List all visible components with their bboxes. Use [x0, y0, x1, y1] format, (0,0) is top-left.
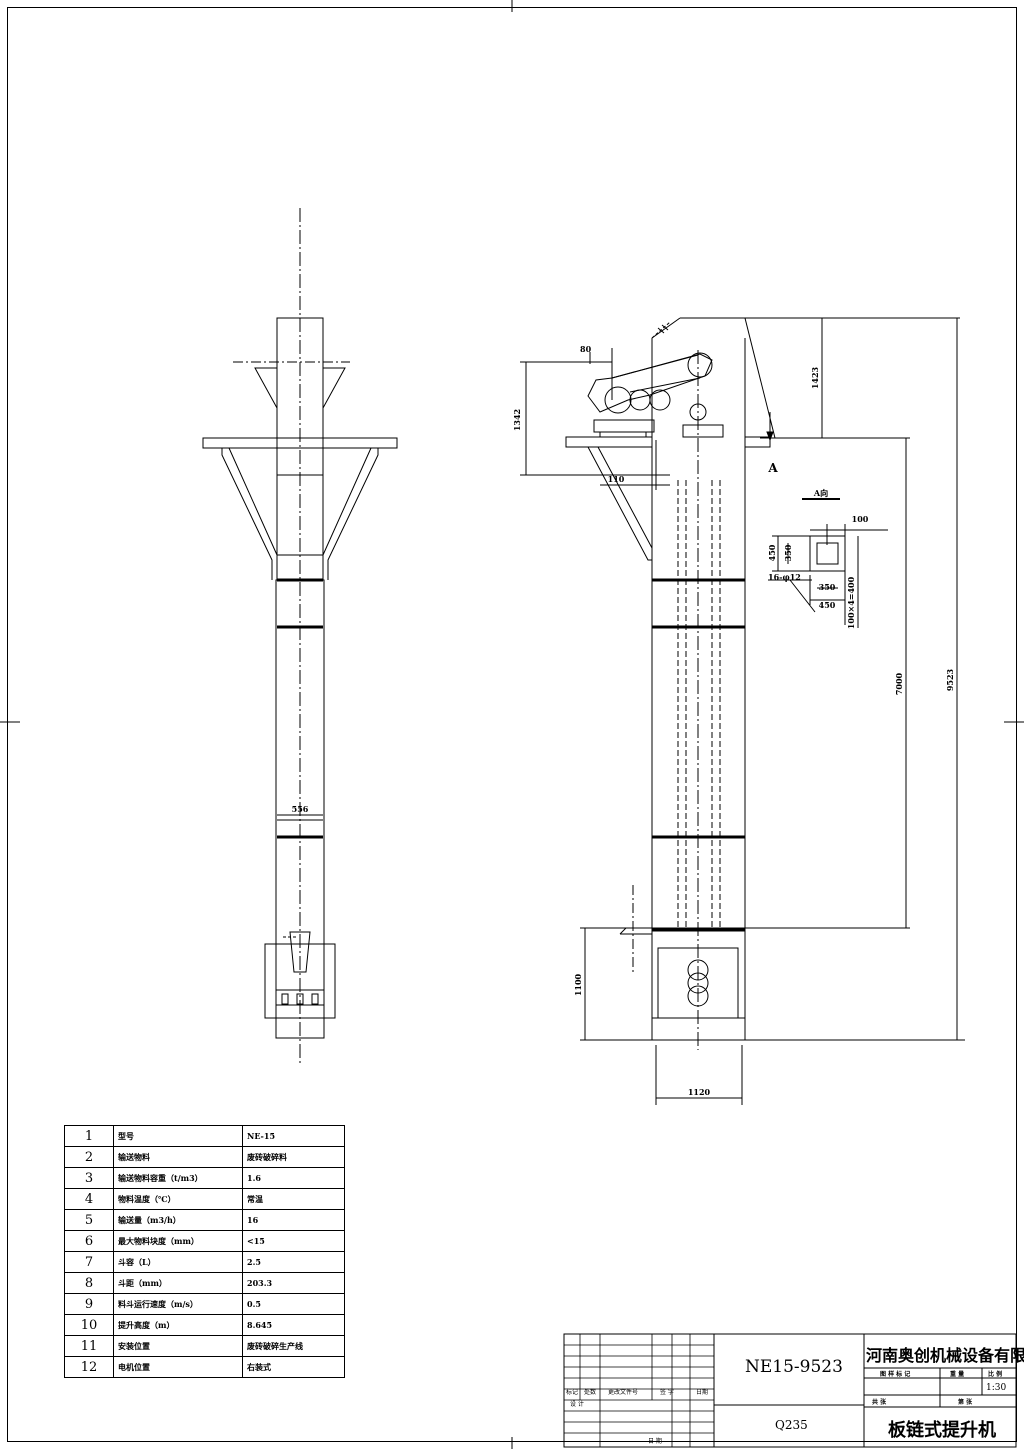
- tb-scale-header: 比 例: [988, 1371, 1003, 1378]
- scale-value: 1:30: [986, 1383, 1007, 1393]
- front-view-labels: 80 1342 110 1423 9523 7000 1100 1120 A A…: [512, 344, 955, 1097]
- tb-weight-header: 重 量: [950, 1371, 965, 1378]
- dim-1423: 1423: [810, 366, 820, 389]
- dim-1120: 1120: [688, 1087, 711, 1097]
- tb-design-header: 设 计: [570, 1401, 584, 1408]
- view-a-title: A向: [813, 488, 828, 498]
- param-number: 12: [64, 1356, 114, 1378]
- dim-holes: 16-φ12: [768, 572, 801, 582]
- view-a-marker: A: [767, 461, 778, 475]
- side-view: [202, 208, 398, 1065]
- tb-count-header: 处数: [584, 1389, 597, 1396]
- tb-doc-header: 更改文件号: [608, 1389, 639, 1396]
- tb-stage-header: 图 样 标 记: [880, 1371, 911, 1378]
- tb-mark-header: 标记: [566, 1389, 579, 1396]
- dim-350-vertical: 350: [783, 544, 793, 561]
- dim-1342: 1342: [512, 409, 522, 431]
- material: Q235: [775, 1418, 808, 1432]
- tb-date2-header: 日 期: [648, 1438, 662, 1445]
- param-value: 右装式: [242, 1356, 345, 1378]
- dim-pitch: 100×4=400: [846, 576, 856, 629]
- front-view: [520, 317, 965, 1105]
- company-name: 河南奥创机械设备有限公司: [866, 1346, 1024, 1365]
- dim-80: 80: [580, 344, 592, 354]
- dim-450-horizontal: 450: [819, 600, 836, 610]
- tb-sign-header: 签 字: [660, 1389, 674, 1396]
- dim-1100: 1100: [573, 973, 583, 996]
- dim-110: 110: [608, 474, 625, 484]
- dim-7000: 7000: [894, 672, 904, 695]
- tb-sheet-header: 第 张: [958, 1399, 973, 1406]
- dim-100: 100: [852, 514, 869, 524]
- dim-9523: 9523: [945, 668, 955, 691]
- tb-date-header: 日期: [696, 1389, 709, 1396]
- drawing-number: NE15-9523: [745, 1357, 843, 1377]
- dim-width-556: 556: [292, 804, 309, 814]
- drawing-name: 板链式提升机: [888, 1420, 996, 1441]
- dim-450-vertical: 450: [767, 544, 777, 561]
- tb-total-header: 共 张: [872, 1399, 887, 1406]
- dim-350-horizontal: 350: [819, 582, 836, 592]
